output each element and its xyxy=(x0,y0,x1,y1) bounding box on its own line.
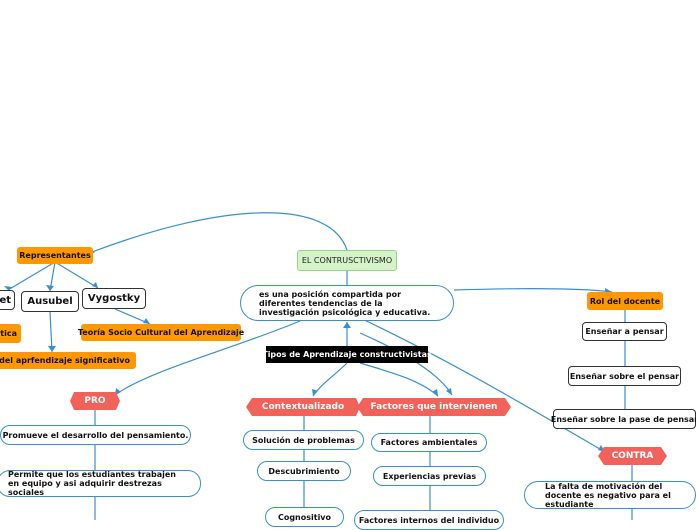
contextualizado-item-label: Cognositivo xyxy=(277,513,332,522)
theory-ausubel[interactable]: oría del aprfendizaje significativo xyxy=(0,352,136,369)
contra-node[interactable]: CONTRA xyxy=(598,447,667,465)
rol-item-label: Enseñar sobre el pensar xyxy=(569,371,680,381)
contextualizado-item-3[interactable]: Cognositivo xyxy=(265,507,344,527)
rol-item-2[interactable]: Enseñar sobre el pensar xyxy=(568,366,681,386)
contextualizado-item-label: Descubrimiento xyxy=(268,466,340,476)
contra-item-1[interactable]: La falta de motivación del docente es ne… xyxy=(524,481,696,509)
contextualizado-item-1[interactable]: Solución de problemas xyxy=(243,430,364,450)
contextualizado-item-label: Solución de problemas xyxy=(252,435,355,445)
theory-label: tica xyxy=(0,329,17,338)
contra-item-label: La falta de motivación del docente es ne… xyxy=(545,481,671,509)
theory-label: Teoría Socio Cultural del Aprendizaje xyxy=(77,328,245,337)
pro-hexagon xyxy=(70,392,120,410)
rol-item-label: Enseñar a pensar xyxy=(585,327,664,336)
pro-item-label: Promueve el desarrollo del pensamiento. xyxy=(2,430,189,440)
factores-item-label: Factores internos del individuo xyxy=(358,516,500,525)
central-topic-label: EL CONTRUSCTIVISMO xyxy=(301,256,393,265)
contextualizado-hexagon xyxy=(246,398,360,416)
pro-label: PRO xyxy=(84,396,106,406)
person-vygostky[interactable]: Vygostky xyxy=(82,288,146,309)
contra-hexagon xyxy=(598,447,667,465)
central-topic[interactable]: EL CONTRUSCTIVISMO xyxy=(297,250,397,271)
rol-item-label: Enseñar sobre la pase de pensar xyxy=(550,414,696,424)
theory-piaget[interactable]: tica xyxy=(0,324,21,343)
definition-text: es una posición compartida por diferente… xyxy=(259,289,431,317)
pro-item-2[interactable]: Permite que los estudiantes trabajen en … xyxy=(0,470,201,497)
factores-item-3[interactable]: Factores internos del individuo xyxy=(354,510,504,530)
person-label: Ausubel xyxy=(27,296,73,307)
definition-node[interactable]: es una posición compartida por diferente… xyxy=(240,285,454,321)
contextualizado-label: Contextualizado xyxy=(261,402,345,412)
contextualizado-item-2[interactable]: Descubrimiento xyxy=(257,461,351,481)
contextualizado-node[interactable]: Contextualizado xyxy=(246,398,360,416)
person-ausubel[interactable]: Ausubel xyxy=(21,291,79,312)
pro-node[interactable]: PRO xyxy=(70,392,120,410)
factores-item-1[interactable]: Factores ambientales xyxy=(371,433,487,452)
pro-item-label: Permite que los estudiantes trabajen en … xyxy=(8,470,176,497)
pro-item-1[interactable]: Promueve el desarrollo del pensamiento. xyxy=(0,425,191,445)
rol-item-1[interactable]: Enseñar a pensar xyxy=(582,322,667,341)
person-label: Vygostky xyxy=(87,293,141,304)
rol-label: Rol del docente xyxy=(589,296,661,306)
rol-item-3[interactable]: Enseñar sobre la pase de pensar xyxy=(550,409,696,429)
factores-node[interactable]: Factores que intervienen xyxy=(357,398,511,416)
theory-label: oría del aprfendizaje significativo xyxy=(0,356,130,365)
representantes-label: Representantes xyxy=(19,251,91,260)
factores-label: Factores que intervienen xyxy=(370,402,498,412)
person-piaget[interactable]: et xyxy=(0,290,15,310)
tipos-node[interactable]: Tipos de Aprendizaje constructivistas xyxy=(262,346,432,363)
rol-node[interactable]: Rol del docente xyxy=(587,292,663,310)
factores-item-2[interactable]: Experiencias previas xyxy=(373,466,486,486)
person-label: et xyxy=(0,294,11,306)
contra-label: CONTRA xyxy=(611,451,654,461)
factores-hexagon xyxy=(357,398,511,416)
tipos-label: Tipos de Aprendizaje constructivistas xyxy=(262,350,432,359)
theory-vygostky[interactable]: Teoría Socio Cultural del Aprendizaje xyxy=(77,324,245,341)
representantes-node[interactable]: Representantes xyxy=(17,247,93,264)
factores-item-label: Experiencias previas xyxy=(382,471,477,481)
factores-item-label: Factores ambientales xyxy=(380,438,478,447)
